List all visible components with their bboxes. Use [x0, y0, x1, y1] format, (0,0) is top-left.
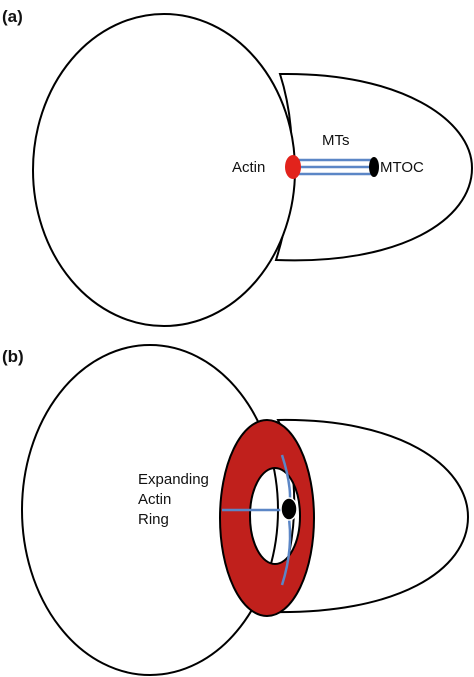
- actin-patch: [285, 155, 301, 179]
- mtoc-b: [280, 497, 298, 521]
- ring-label-line1: Expanding: [138, 471, 209, 488]
- mts-label: MTs: [322, 132, 350, 149]
- mtoc-a: [369, 157, 379, 177]
- microtubules-a: [293, 158, 372, 176]
- actin-label: Actin: [232, 159, 265, 176]
- panel-b-label: (b): [2, 347, 24, 366]
- bud-cell-b: [266, 418, 470, 614]
- panel-a-label: (a): [2, 7, 23, 26]
- mtoc-label: MTOC: [380, 159, 424, 176]
- panel-b: (b) Expanding Actin Ring: [2, 344, 470, 676]
- panel-a: (a) Actin MTs MTOC: [2, 7, 474, 327]
- ring-label-line3: Ring: [138, 511, 169, 528]
- ring-label-line2: Actin: [138, 491, 171, 508]
